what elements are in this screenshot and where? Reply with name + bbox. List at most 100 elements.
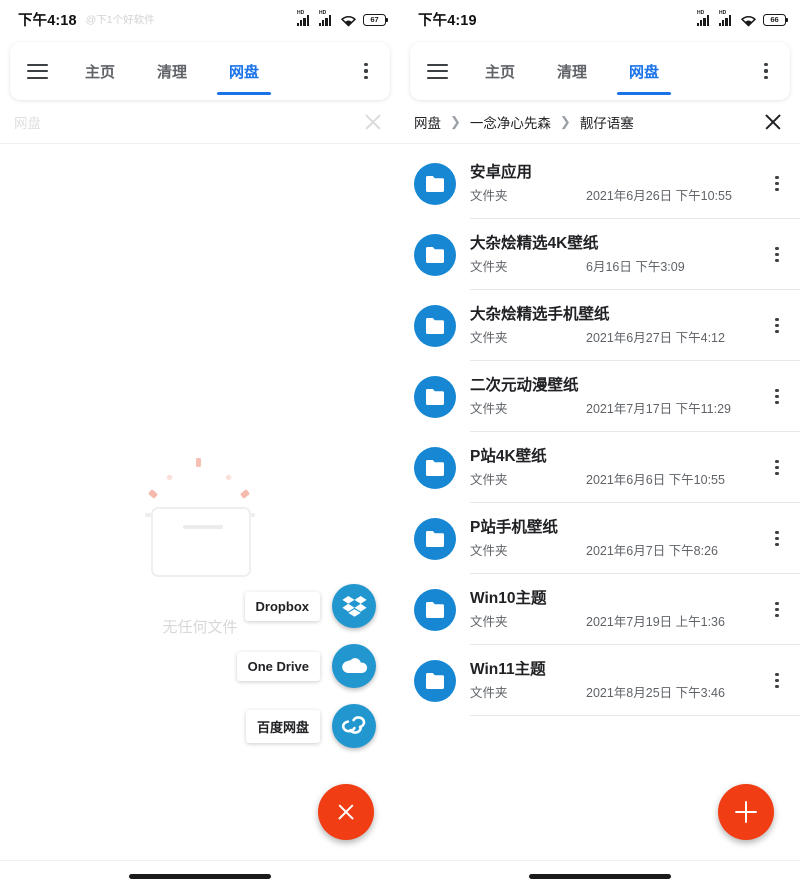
row-overflow-icon[interactable] <box>762 388 792 405</box>
file-name: Win10主题 <box>470 590 547 608</box>
dropbox-icon[interactable] <box>332 584 376 628</box>
tab-netdisk[interactable]: 网盘 <box>608 42 680 100</box>
file-name: 大杂烩精选4K壁纸 <box>470 235 599 253</box>
kebab-menu-icon[interactable] <box>742 42 790 100</box>
breadcrumb-item-1[interactable]: 一念净心先森 <box>469 115 551 131</box>
gesture-navigation-bar[interactable] <box>0 860 400 889</box>
close-fab-button[interactable] <box>318 784 374 840</box>
speed-dial-label-onedrive[interactable]: One Drive <box>236 651 320 681</box>
empty-state: 无任何文件 <box>0 444 400 637</box>
breadcrumb-items: 网盘 <box>14 112 41 132</box>
speed-dial-item-dropbox[interactable]: Dropbox <box>237 584 376 628</box>
status-bar: 下午4:18 @下1个好软件 HD HD 67 <box>0 0 400 38</box>
hamburger-icon[interactable] <box>10 42 64 100</box>
home-indicator[interactable] <box>129 874 271 879</box>
wifi-icon <box>740 14 757 27</box>
speed-dial-label-dropbox[interactable]: Dropbox <box>244 591 320 621</box>
home-indicator[interactable] <box>529 874 671 879</box>
file-type: 文件夹 <box>470 188 508 203</box>
left-phone-screen: 下午4:18 @下1个好软件 HD HD 67 <box>0 0 400 889</box>
tab-netdisk[interactable]: 网盘 <box>208 42 280 100</box>
row-overflow-icon[interactable] <box>762 459 792 476</box>
breadcrumb-item-root[interactable]: 网盘 <box>14 115 41 131</box>
folder-icon <box>414 517 456 560</box>
onedrive-icon[interactable] <box>332 644 376 688</box>
row-overflow-icon[interactable] <box>762 246 792 263</box>
gesture-navigation-bar[interactable] <box>400 860 800 889</box>
empty-state-label: 无任何文件 <box>162 619 238 636</box>
status-bar-icons: HD HD 67 <box>297 10 389 27</box>
wifi-icon <box>340 14 357 27</box>
tab-list: 主页 清理 网盘 <box>464 42 680 100</box>
row-overflow-icon[interactable] <box>762 175 792 192</box>
breadcrumb-item-2[interactable]: 靓仔语塞 <box>579 115 634 131</box>
app-tab-bar: 主页 清理 网盘 <box>10 42 390 100</box>
close-icon[interactable] <box>760 109 786 135</box>
file-date: 2021年6月6日 下午10:55 <box>586 472 725 487</box>
close-icon[interactable] <box>360 109 386 135</box>
file-info: 安卓应用文件夹 2021年6月26日 下午10:55 <box>470 163 756 203</box>
tab-home[interactable]: 主页 <box>85 63 116 81</box>
file-date: 2021年6月26日 下午10:55 <box>586 188 732 203</box>
folder-icon <box>414 233 456 276</box>
folder-icon <box>414 446 456 489</box>
signal-icon-sim1: HD <box>697 10 712 26</box>
speed-dial-item-onedrive[interactable]: One Drive <box>236 644 376 688</box>
tab-clean[interactable]: 清理 <box>557 63 588 81</box>
speed-dial-label-baidu[interactable]: 百度网盘 <box>245 709 320 743</box>
battery-icon: 66 <box>763 13 789 26</box>
table-row[interactable]: Win11主题文件夹 2021年8月25日 下午3:46 <box>400 645 800 716</box>
row-overflow-icon[interactable] <box>762 530 792 547</box>
watermark-text: @下1个好软件 <box>85 13 155 26</box>
row-overflow-icon[interactable] <box>762 317 792 334</box>
file-date: 2021年7月19日 上午1:36 <box>586 614 725 629</box>
file-name: P站4K壁纸 <box>470 448 547 466</box>
file-name: Win11主题 <box>470 661 546 679</box>
row-overflow-icon[interactable] <box>762 601 792 618</box>
status-bar-icons: HD HD 66 <box>697 10 789 27</box>
file-name: 安卓应用 <box>470 164 533 182</box>
app-tab-bar: 主页 清理 网盘 <box>410 42 790 100</box>
file-type: 文件夹 <box>470 543 508 558</box>
chevron-right-icon: ❯ <box>559 113 571 129</box>
tab-home[interactable]: 主页 <box>485 63 516 81</box>
file-info: Win11主题文件夹 2021年8月25日 下午3:46 <box>470 660 756 700</box>
breadcrumb: 网盘 ❯ 一念净心先森 ❯ 靓仔语塞 <box>400 100 800 144</box>
signal-icon-sim2: HD <box>719 10 734 26</box>
tab-clean[interactable]: 清理 <box>157 63 188 81</box>
empty-state-illustration <box>125 444 275 594</box>
table-row[interactable]: Win10主题文件夹 2021年7月19日 上午1:36 <box>400 574 800 645</box>
speed-dial-item-baidu[interactable]: 百度网盘 <box>237 704 376 748</box>
add-fab-button[interactable] <box>718 784 774 840</box>
kebab-menu-icon[interactable] <box>342 42 390 100</box>
breadcrumb-item-root[interactable]: 网盘 <box>414 115 441 131</box>
folder-icon <box>414 375 456 418</box>
right-phone-screen: 下午4:19 HD HD 66 主页 <box>400 0 800 889</box>
chevron-right-icon: ❯ <box>450 113 461 129</box>
table-row[interactable]: 安卓应用文件夹 2021年6月26日 下午10:55 <box>400 148 800 219</box>
content-area: 无任何文件 Dropbox One Drive <box>0 144 400 860</box>
row-overflow-icon[interactable] <box>762 672 792 689</box>
file-meta: 文件夹 2021年7月19日 上午1:36 <box>470 611 756 630</box>
file-date: 2021年8月25日 下午3:46 <box>586 685 725 700</box>
speed-dial-menu: Dropbox One Drive <box>236 584 376 764</box>
file-type: 文件夹 <box>470 614 508 629</box>
file-type: 文件夹 <box>470 685 508 700</box>
file-meta: 文件夹 2021年8月25日 下午3:46 <box>470 682 756 701</box>
hamburger-icon[interactable] <box>410 42 464 100</box>
file-date: 2021年6月27日 下午4:12 <box>586 330 725 345</box>
baidu-netdisk-icon[interactable] <box>332 704 376 748</box>
folder-icon <box>414 162 456 205</box>
